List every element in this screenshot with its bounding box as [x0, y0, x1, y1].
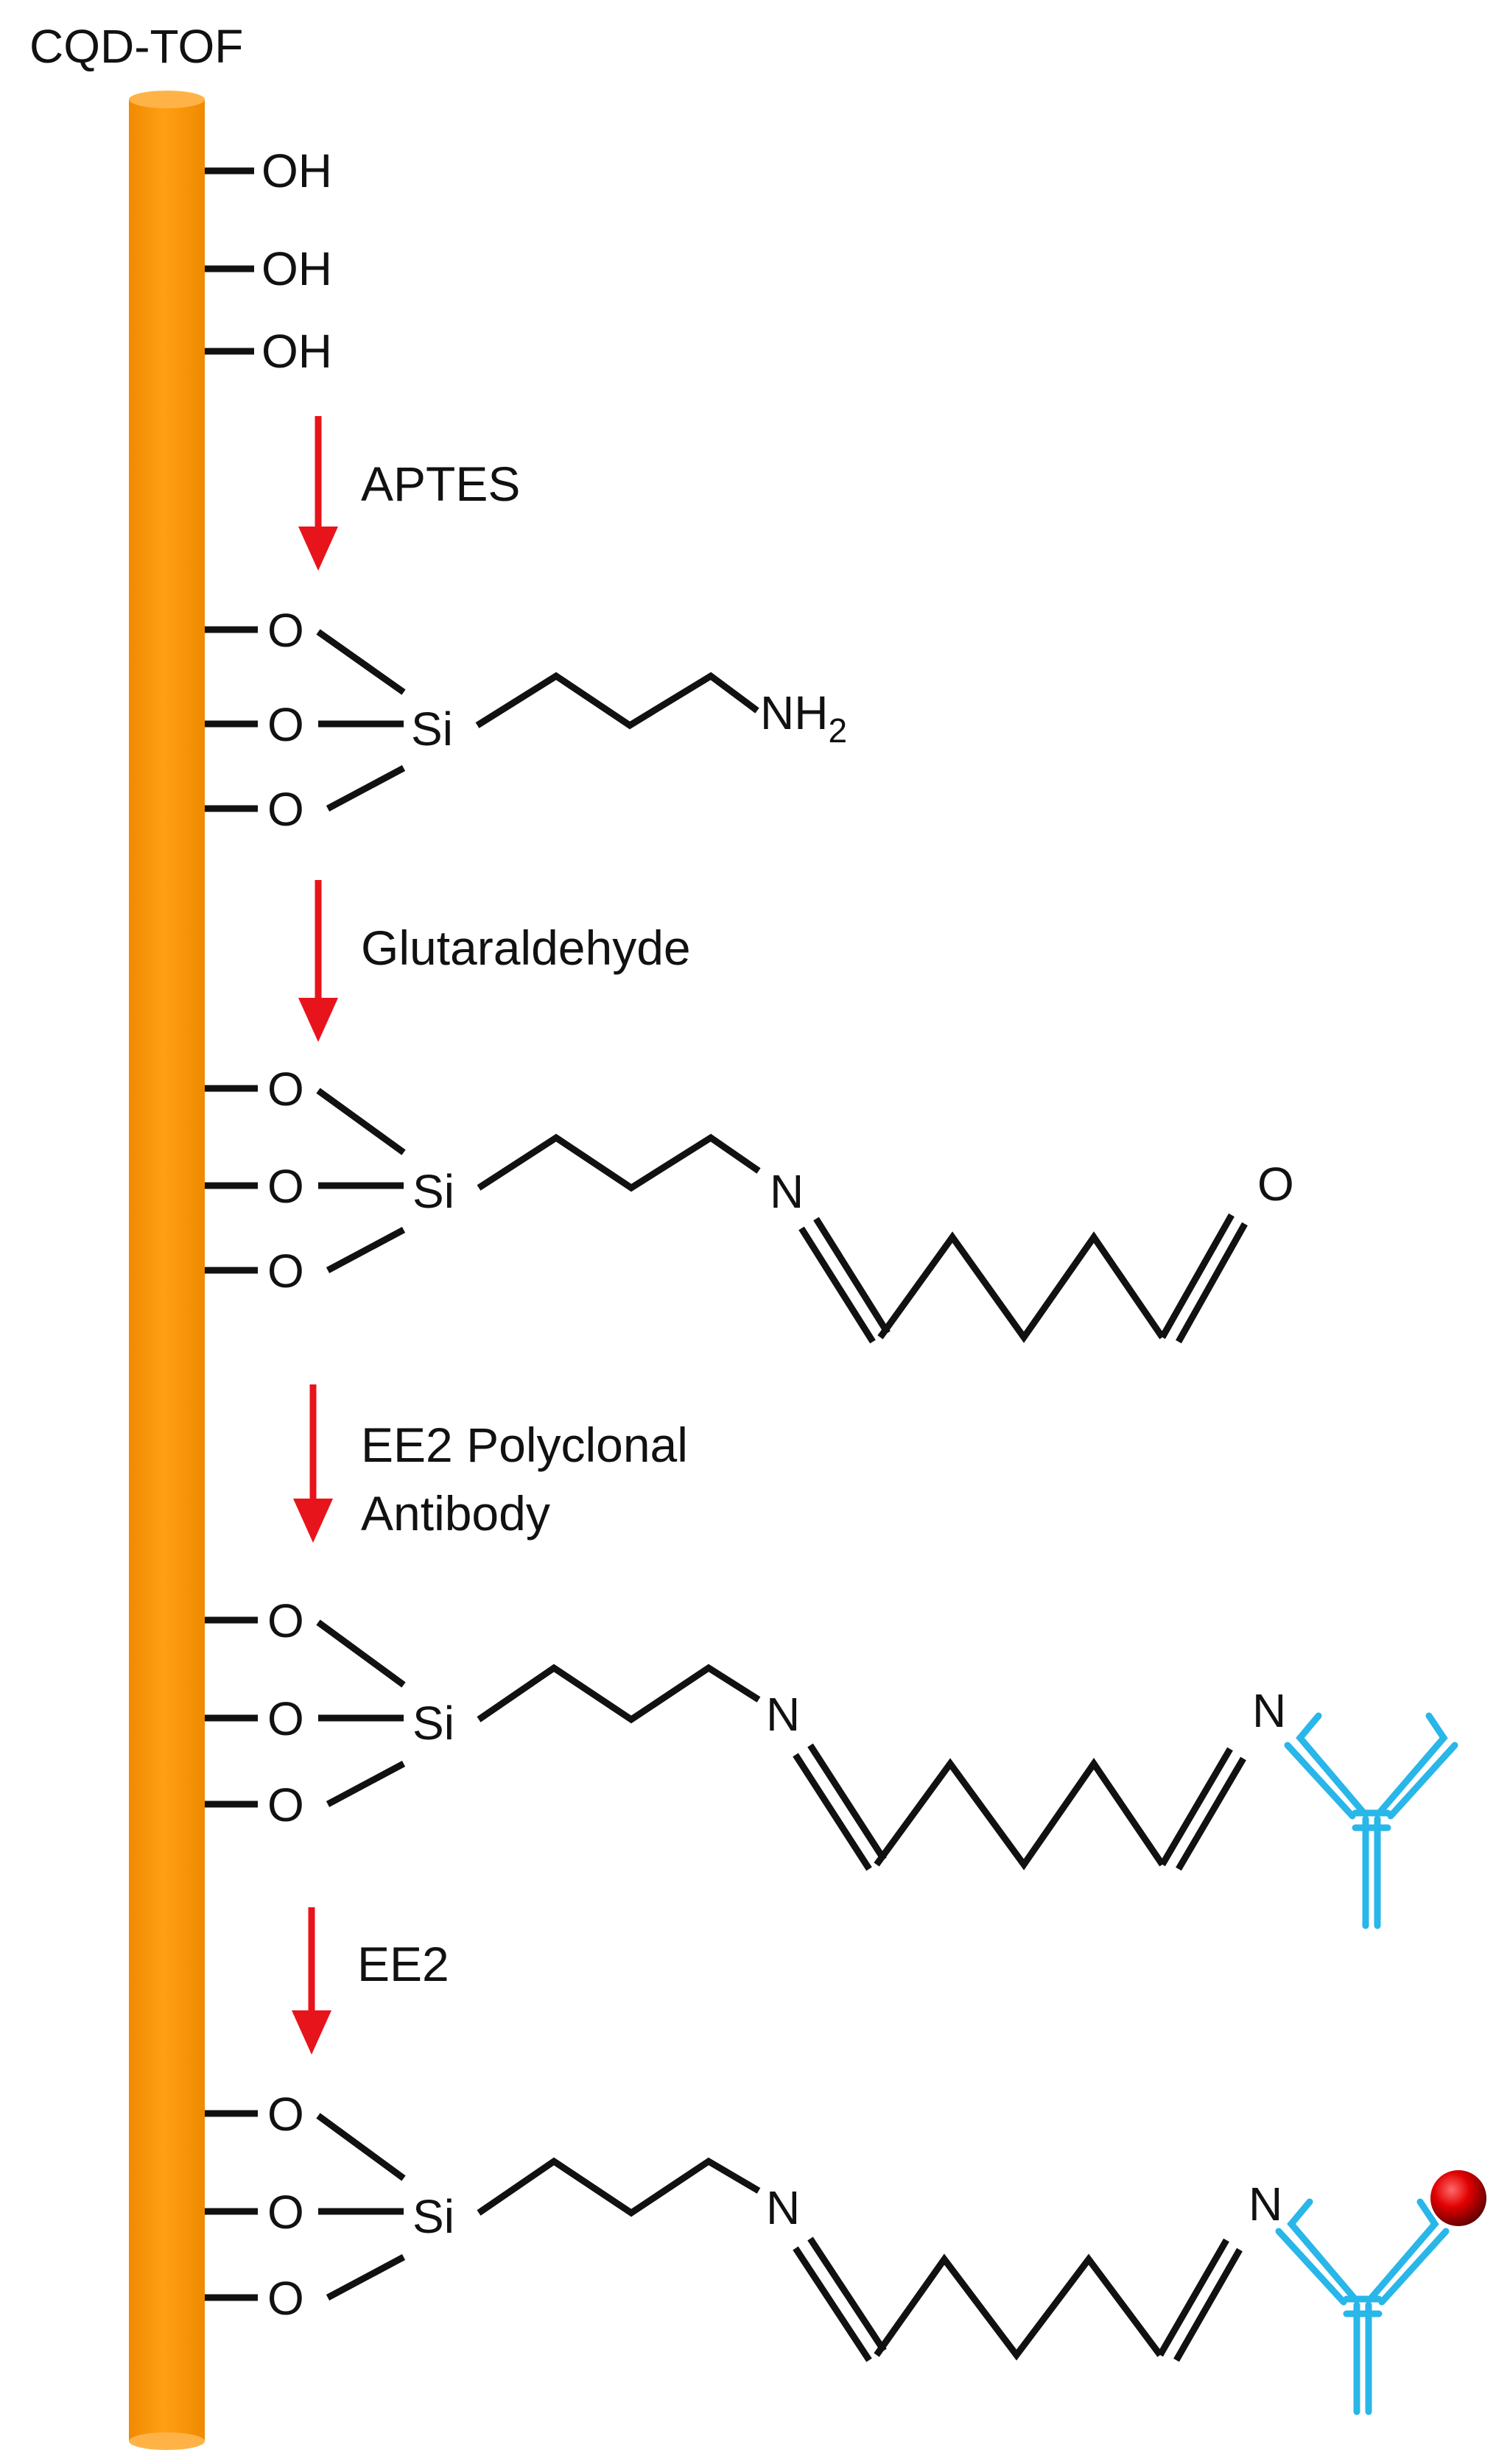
amine-group: NH2 — [760, 686, 847, 750]
o-si-bond — [316, 1088, 406, 1155]
oxygen-atom: O — [267, 2088, 304, 2141]
carbonyl-double-bond — [1159, 1213, 1235, 1340]
silicon-atom: Si — [411, 703, 453, 756]
nitrogen-atom: N — [766, 2181, 800, 2234]
imine-double-bond — [1157, 2238, 1229, 2357]
nitrogen-atom: N — [1249, 2178, 1282, 2231]
o-si-bond — [326, 1761, 406, 1807]
propyl-chain — [475, 672, 759, 730]
imine-double-bond — [807, 1743, 887, 1862]
imine-double-bond — [798, 1226, 876, 1344]
reaction-arrow-antibody: EE2 Polyclonal Antibody — [293, 1384, 688, 1543]
silicon-atom: Si — [412, 1165, 454, 1218]
hydroxyl-groups: OH OH OH — [205, 144, 332, 378]
reagent-label: Antibody — [361, 1486, 550, 1541]
stage-aptes: O O O Si NH2 — [205, 604, 847, 836]
glutaraldehyde-chain — [877, 1231, 1165, 1343]
fiber-body — [129, 99, 205, 2441]
o-si-bond — [316, 629, 406, 695]
oxygen-atom: O — [267, 1594, 304, 1647]
hydroxyl-label: OH — [261, 144, 332, 197]
imine-double-bond — [793, 1753, 872, 1871]
stage-ee2-bound: O O O Si N N — [205, 2088, 1486, 2415]
antibody-icon — [1275, 2198, 1450, 2415]
optical-fiber — [129, 91, 205, 2450]
reaction-arrow-aptes: APTES — [298, 416, 520, 571]
hydroxyl-label: OH — [261, 242, 332, 295]
oxygen-atom: O — [267, 2186, 304, 2239]
oxygen-atom: O — [267, 783, 304, 836]
propyl-chain — [477, 1133, 761, 1192]
o-si-bond — [326, 765, 406, 812]
nitrogen-atom: N — [766, 1688, 800, 1741]
oxygen-atom: O — [267, 1063, 304, 1116]
imine-double-bond — [813, 1217, 891, 1335]
reagent-label: EE2 Polyclonal — [361, 1418, 688, 1472]
stage-glutaraldehyde: O O O Si N O — [205, 1063, 1294, 1344]
oxygen-atom: O — [267, 1778, 304, 1831]
reaction-arrow-glutaraldehyde: Glutaraldehyde — [298, 880, 691, 1042]
arrow-head-icon — [293, 1499, 333, 1543]
glutaraldehyde-chain — [874, 1758, 1165, 1870]
reagent-label: EE2 — [357, 1937, 449, 1991]
imine-double-bond — [1176, 1756, 1246, 1871]
ee2-molecule-sphere-icon — [1430, 2170, 1486, 2226]
antibody-icon — [1284, 1712, 1458, 1929]
hydroxyl-label: OH — [261, 325, 332, 378]
imine-double-bond — [793, 2246, 872, 2362]
oxygen-atom: O — [267, 604, 304, 657]
carbonyl-double-bond — [1176, 1222, 1248, 1344]
propyl-chain — [477, 2157, 761, 2217]
oxygen-atom: O — [267, 1245, 304, 1298]
imine-double-bond — [1159, 1747, 1233, 1867]
o-si-bond — [326, 2254, 406, 2301]
nitrogen-atom: N — [1252, 1684, 1286, 1737]
glutaraldehyde-chain — [874, 2253, 1163, 2361]
arrow-head-icon — [298, 527, 338, 571]
arrow-head-icon — [298, 998, 338, 1042]
reagent-label: Glutaraldehyde — [361, 921, 691, 975]
o-si-bond — [326, 1227, 406, 1273]
oxygen-atom: O — [267, 2272, 304, 2325]
fiber-top-cap — [129, 91, 205, 108]
propyl-chain — [477, 1664, 761, 1724]
fiber-title: CQD-TOF — [29, 20, 243, 73]
oxygen-atom: O — [267, 698, 304, 751]
arrow-head-icon — [292, 2010, 331, 2055]
carbonyl-oxygen-atom: O — [1257, 1158, 1294, 1211]
fiber-bottom-cap — [129, 2432, 205, 2450]
stage-antibody: O O O Si N N — [205, 1594, 1458, 1929]
reagent-label: APTES — [361, 457, 520, 511]
reaction-arrow-ee2: EE2 — [292, 1907, 449, 2055]
o-si-bond — [316, 2113, 406, 2181]
o-si-bond — [316, 1619, 406, 1688]
imine-double-bond — [807, 2236, 887, 2353]
silicon-atom: Si — [412, 1697, 454, 1750]
silicon-atom: Si — [412, 2190, 454, 2243]
imine-double-bond — [1173, 2247, 1243, 2362]
nitrogen-atom: N — [770, 1165, 804, 1218]
oxygen-atom: O — [267, 1160, 304, 1213]
oxygen-atom: O — [267, 1692, 304, 1745]
